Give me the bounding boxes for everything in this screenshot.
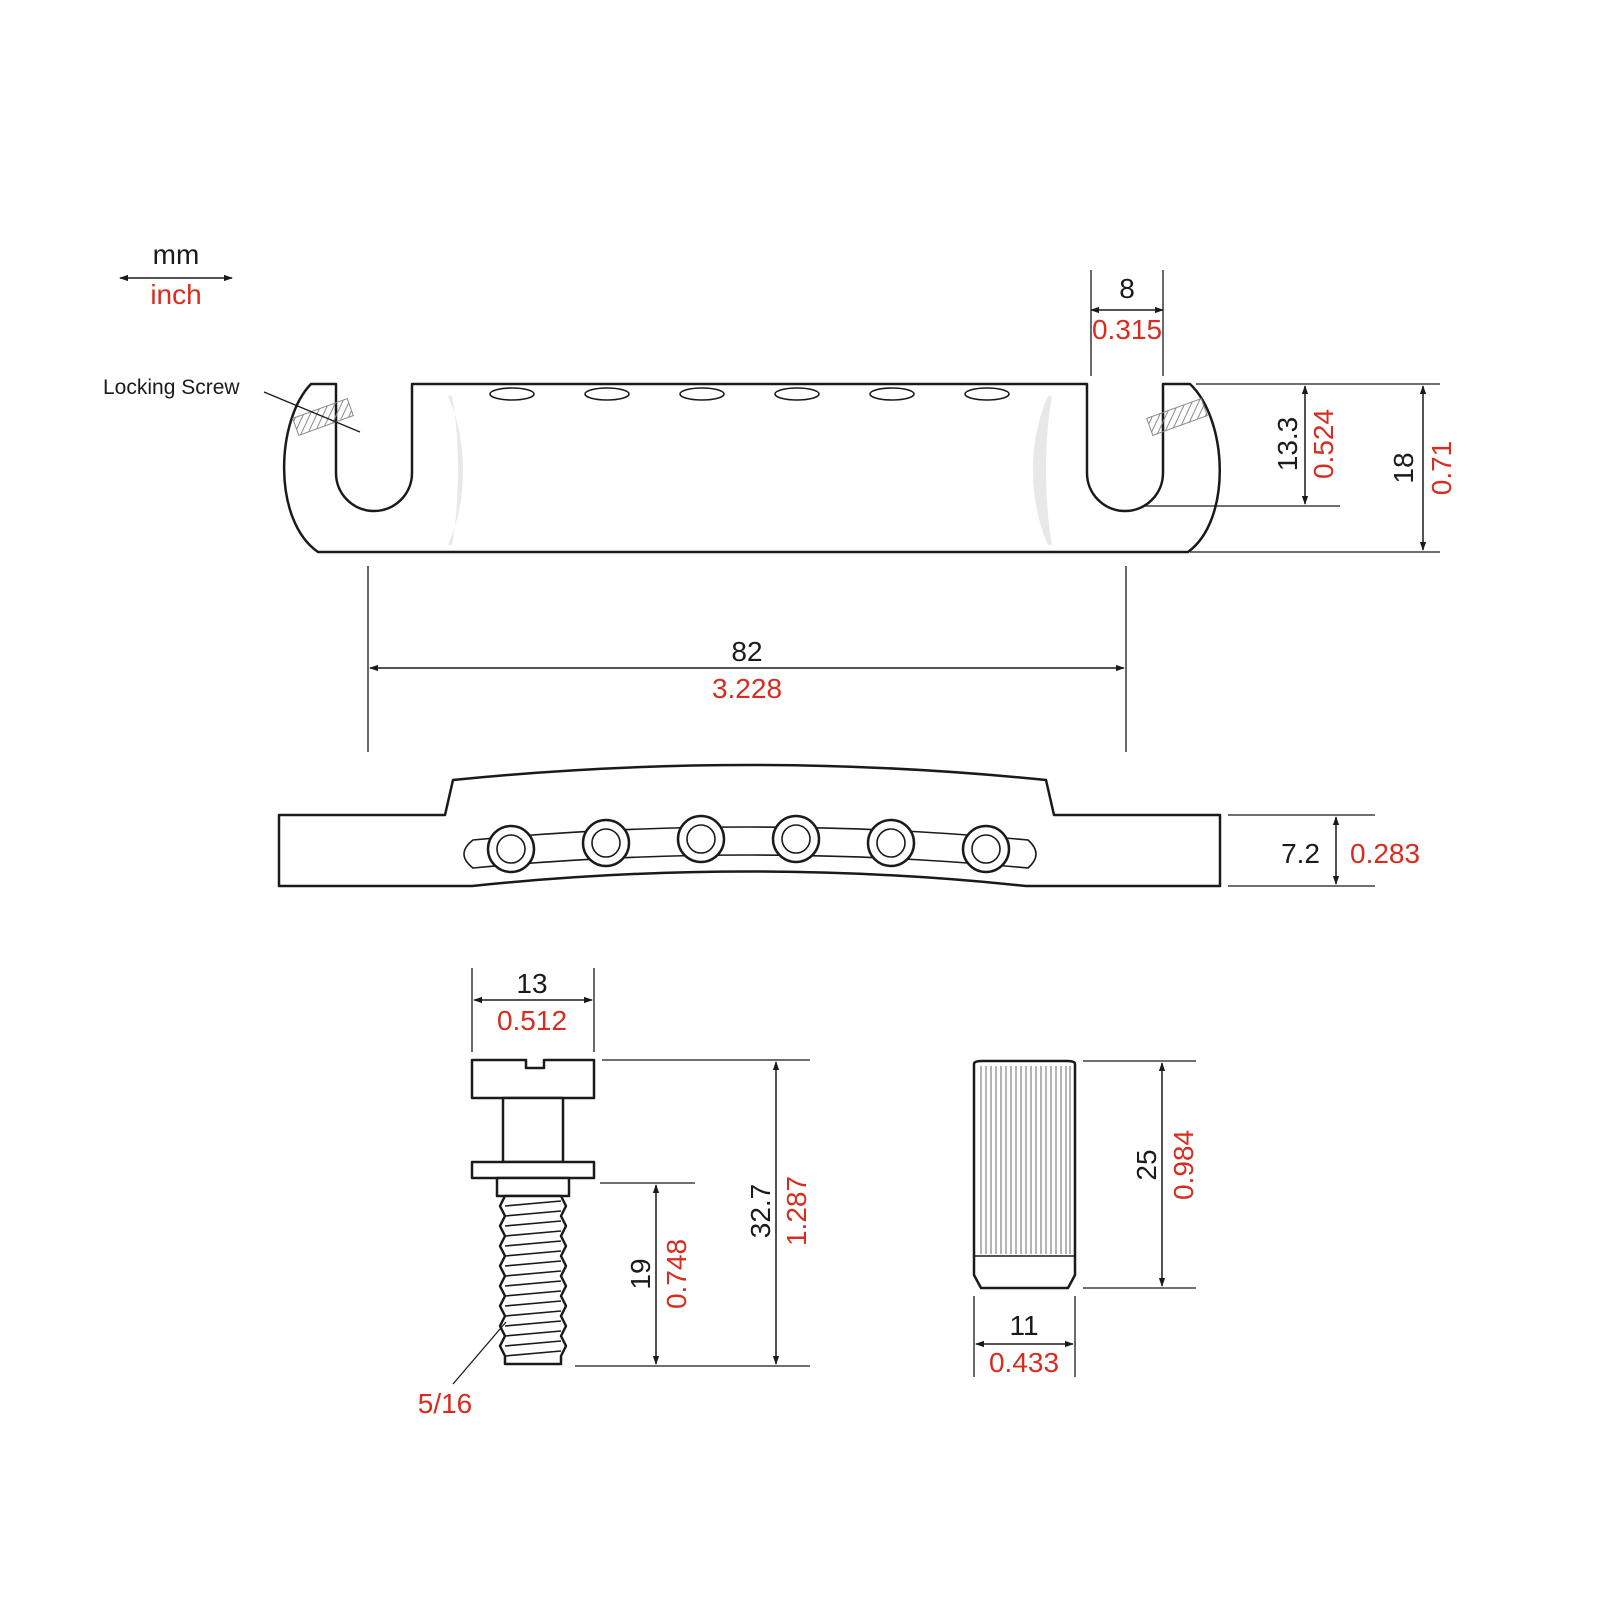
slot-depth-mm: 13.3: [1272, 417, 1303, 472]
anchor-knurling: [980, 1066, 1071, 1254]
dim-tailpiece-thickness: 7.2 0.283: [1228, 814, 1420, 887]
anchor-body: [972, 1059, 1077, 1290]
stud-bolt: 5/16: [418, 1058, 596, 1419]
stud-length-inch: 1.287: [781, 1176, 812, 1246]
string-holes-top: [489, 387, 1010, 401]
anchor-length-mm: 25: [1131, 1149, 1162, 1180]
string-holes-front: [486, 814, 1011, 874]
dim-anchor-length: 25 0.984: [1083, 1060, 1199, 1289]
stud-spacing-mm: 82: [731, 636, 762, 667]
dim-tailpiece-height: 18 0.71: [1190, 385, 1457, 553]
string-hole: [964, 387, 1010, 401]
legend-mm-label: mm: [153, 239, 200, 270]
string-ferrule: [581, 818, 631, 868]
stud-head-width-mm: 13: [516, 968, 547, 999]
string-hole: [774, 387, 820, 401]
thickness-mm: 7.2: [1281, 838, 1320, 869]
slot-width-inch: 0.315: [1092, 314, 1162, 345]
dim-stud-length: 32.7 1.287: [575, 1059, 812, 1367]
tailpiece-front-view: [277, 763, 1222, 888]
string-hole: [584, 387, 630, 401]
stud-head-width-inch: 0.512: [497, 1005, 567, 1036]
string-ferrule: [676, 814, 726, 864]
thread-size-label: 5/16: [418, 1388, 473, 1419]
thickness-inch: 0.283: [1350, 838, 1420, 869]
stud-head: [470, 1058, 596, 1100]
string-hole: [679, 387, 725, 401]
stud-shank: [501, 1096, 565, 1164]
locking-screw-leader: [263, 391, 361, 433]
string-ferrule: [866, 818, 916, 868]
locking-screw-right: [1146, 397, 1208, 437]
stud-neck: [495, 1176, 571, 1198]
shading-left: [448, 396, 463, 545]
dim-anchor-diameter: 11 0.433: [973, 1296, 1076, 1378]
dim-slot-width: 8 0.315: [1090, 270, 1164, 376]
dim-stud-spacing: 82 3.228: [367, 566, 1127, 752]
height-inch: 0.71: [1426, 441, 1457, 496]
thread-length-mm: 19: [625, 1258, 656, 1289]
dim-thread-length: 19 0.748: [600, 1182, 695, 1365]
slot-depth-inch: 0.524: [1308, 409, 1339, 479]
string-hole: [489, 387, 535, 401]
string-hole: [869, 387, 915, 401]
stud-thread-lines: [504, 1200, 562, 1357]
string-ferrule: [961, 824, 1011, 874]
tailpiece-top-outline: [282, 382, 1221, 554]
anchor-insert: [972, 1059, 1077, 1290]
locking-screw-label: Locking Screw: [103, 376, 240, 399]
thread-length-inch: 0.748: [661, 1239, 692, 1309]
units-legend: mm inch: [119, 239, 233, 310]
legend-inch-label: inch: [150, 279, 201, 310]
stud-spacing-inch: 3.228: [712, 673, 782, 704]
dim-stud-head-width: 13 0.512: [471, 968, 595, 1052]
string-ferrule: [771, 814, 821, 864]
anchor-diameter-mm: 11: [1009, 1310, 1038, 1341]
anchor-length-inch: 0.984: [1168, 1130, 1199, 1200]
thread-size-leader: [452, 1321, 507, 1385]
tailpiece-top-view: Locking Screw: [103, 376, 1221, 554]
height-mm: 18: [1388, 452, 1419, 483]
shading-right: [1033, 396, 1052, 545]
stud-collar: [470, 1160, 596, 1180]
slot-width-mm: 8: [1119, 273, 1135, 304]
tailpiece-front-outline: [277, 763, 1222, 888]
dim-slot-depth: 13.3 0.524: [1145, 383, 1440, 507]
stud-length-mm: 32.7: [745, 1184, 776, 1239]
anchor-diameter-inch: 0.433: [989, 1347, 1059, 1378]
string-ferrule: [486, 824, 536, 874]
